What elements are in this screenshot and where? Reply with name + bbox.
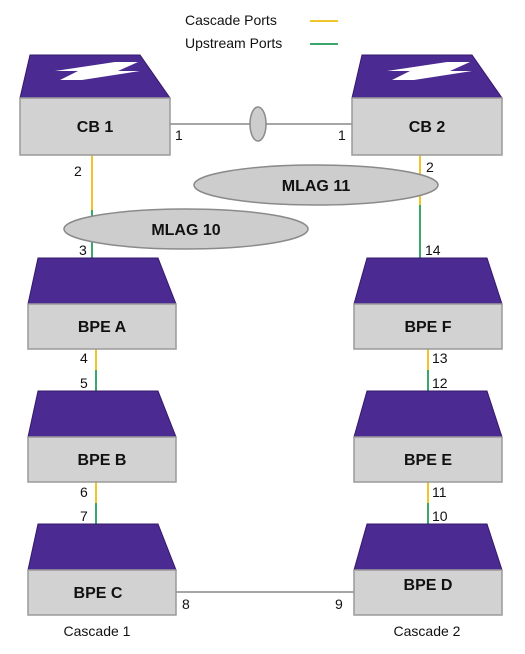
mlag-10-label: MLAG 10: [151, 222, 220, 239]
port-label: 9: [335, 596, 343, 612]
port-label: 1: [338, 127, 346, 143]
port-label: 13: [432, 350, 448, 366]
device-bpe-b: BPE B: [27, 390, 177, 483]
mlag-11-ellipse: [193, 164, 439, 206]
bpe-d-body: [353, 569, 503, 616]
port-label: 7: [80, 508, 88, 524]
port-label: 3: [79, 242, 87, 258]
switch-arrows-icon: [387, 62, 472, 80]
bpe-b-label: BPE B: [78, 452, 127, 469]
device-bpe-d: BPE D: [353, 523, 503, 616]
device-bpe-c: BPE C: [27, 523, 177, 616]
port-label: 10: [432, 508, 448, 524]
lag-cb1-cb2-ellipse: [249, 106, 267, 142]
device-bpe-a: BPE A: [27, 257, 177, 350]
legend-upstream-label: Upstream Ports: [185, 35, 282, 51]
bpe-f-body: [353, 303, 503, 350]
bpe-a-top-face: [27, 257, 177, 305]
cb2-body: [351, 97, 503, 156]
bpe-a-label: BPE A: [78, 319, 127, 336]
port-label: 14: [425, 242, 441, 258]
bpe-e-body: [353, 436, 503, 483]
cb1-body: [19, 97, 171, 156]
bpe-c-body: [27, 569, 177, 616]
port-label: 2: [74, 163, 82, 179]
port-label: 1: [175, 127, 183, 143]
switch-arrows-icon: [55, 62, 140, 80]
caption-cascade-2: Cascade 2: [394, 623, 461, 639]
port-label: 8: [182, 596, 190, 612]
bpe-e-top-face: [353, 390, 503, 438]
port-label: 4: [80, 350, 88, 366]
bpe-c-top-face: [27, 523, 177, 571]
caption-cascade-1: Cascade 1: [64, 623, 131, 639]
legend-cascade-label: Cascade Ports: [185, 12, 277, 28]
bpe-b-body: [27, 436, 177, 483]
port-label: 5: [80, 375, 88, 391]
mlag-groups: MLAG 11 MLAG 10: [63, 106, 439, 250]
bpe-a-body: [27, 303, 177, 350]
devices: CB 1 CB 2 BPE A BPE F BPE B: [19, 54, 503, 616]
port-label: 2: [426, 159, 434, 175]
cb1-label: CB 1: [77, 119, 114, 136]
bpe-d-label: BPE D: [404, 577, 453, 594]
cb2-label: CB 2: [409, 119, 446, 136]
bpe-d-top-face: [353, 523, 503, 571]
captions: Cascade 1 Cascade 2: [64, 623, 461, 639]
mlag-11-label: MLAG 11: [282, 178, 351, 195]
mlag-10-ellipse: [63, 208, 309, 250]
bpe-c-label: BPE C: [74, 585, 123, 602]
device-cb2: CB 2: [351, 54, 503, 156]
device-bpe-f: BPE F: [353, 257, 503, 350]
bpe-f-top-face: [353, 257, 503, 305]
port-label: 11: [432, 484, 447, 500]
device-cb1: CB 1: [19, 54, 171, 156]
bpe-f-label: BPE F: [404, 319, 451, 336]
port-labels: 1 1 2 2 3 14 4 5 13 12 6 7 11 10 8 9: [74, 127, 448, 612]
bpe-b-top-face: [27, 390, 177, 438]
legend: Cascade Ports Upstream Ports: [185, 12, 338, 51]
port-label: 12: [432, 375, 448, 391]
device-bpe-e: BPE E: [353, 390, 503, 483]
bpe-e-label: BPE E: [404, 452, 452, 469]
port-label: 6: [80, 484, 88, 500]
